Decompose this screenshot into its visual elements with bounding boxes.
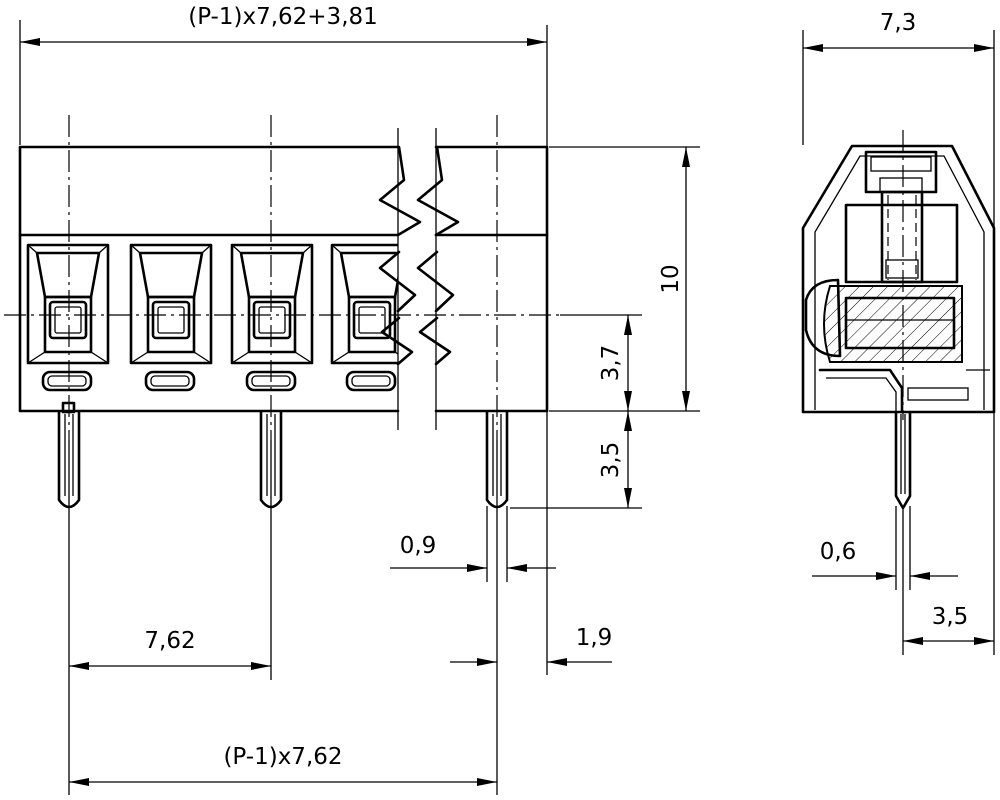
dim-side-width: 7,3 [880, 10, 917, 36]
terminal-cell-3 [230, 243, 314, 392]
terminal-cell-2 [129, 243, 213, 392]
dim-pin-length: 3,5 [598, 442, 624, 479]
front-view [4, 115, 560, 509]
dim-pitch: 7,62 [144, 628, 195, 654]
dim-pin-span: (P-1)x7,62 [223, 744, 342, 770]
terminal-cell-4 [330, 243, 398, 392]
dimension-lines [19, 20, 995, 795]
dim-overall-width: (P-1)x7,62+3,81 [188, 4, 378, 30]
dim-pin-width: 0,9 [400, 533, 437, 559]
terminal-cell-1 [26, 243, 110, 392]
dim-edge-offset: 1,9 [576, 625, 613, 651]
break-lines [378, 128, 460, 430]
side-view [801, 130, 996, 510]
dim-height: 10 [658, 264, 684, 293]
terminal-cell-5 [458, 245, 538, 390]
dim-side-pin-offset: 3,5 [932, 604, 969, 630]
side-pin [894, 410, 912, 510]
center-lines [4, 115, 560, 440]
dim-side-pin-width: 0,6 [820, 539, 857, 565]
dim-pin-axis-height: 3,7 [598, 345, 624, 382]
